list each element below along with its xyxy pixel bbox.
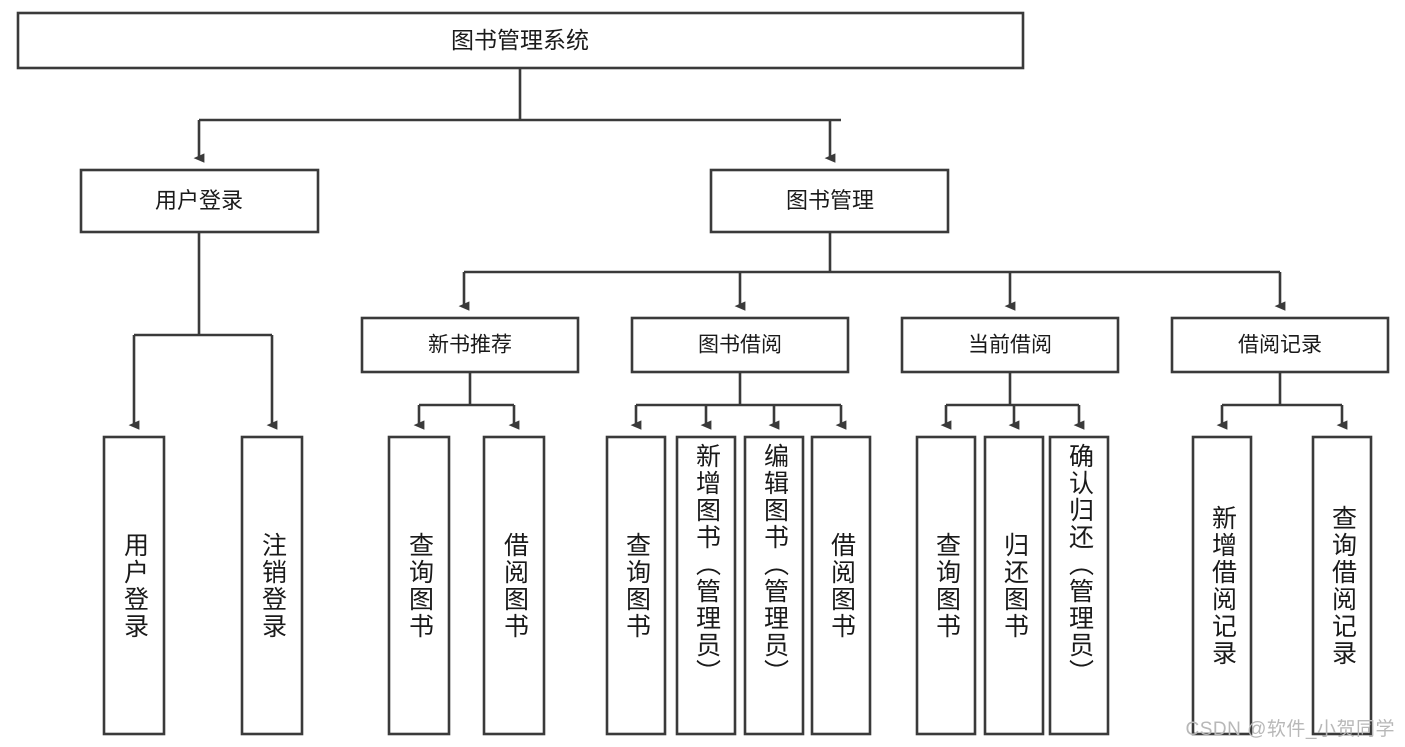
node-new-book-recommend-label: 新书推荐 xyxy=(428,334,512,357)
leaf-box-borrow-book-1[interactable] xyxy=(482,435,546,736)
connector-group-borrow-record xyxy=(1216,372,1348,430)
leaf-box-query-book-1[interactable] xyxy=(387,435,451,736)
node-book-management-label: 图书管理 xyxy=(786,188,874,213)
node-current-borrow-box[interactable] xyxy=(900,316,1120,374)
leaf-boxes xyxy=(102,435,1373,736)
leaf-box-borrow-book-2[interactable] xyxy=(810,435,872,736)
node-new-book-recommend[interactable]: 新书推荐 xyxy=(360,316,580,374)
node-user-login[interactable]: 用户登录 xyxy=(79,168,320,234)
node-current-borrow-label: 当前借阅 xyxy=(968,334,1052,357)
node-book-borrow[interactable]: 图书借阅 xyxy=(630,316,850,374)
node-book-borrow-label: 图书借阅 xyxy=(698,334,782,357)
leaf-box-user-login[interactable] xyxy=(102,435,166,736)
leaf-box-logout-login[interactable] xyxy=(240,435,304,736)
connector-group-user-login xyxy=(128,232,278,430)
node-book-management[interactable]: 图书管理 xyxy=(709,168,950,234)
node-root[interactable]: 图书管理系统 xyxy=(16,11,1025,70)
connector-group-new-book-recommend xyxy=(413,372,520,430)
leaf-box-edit-book[interactable] xyxy=(743,435,805,736)
leaf-box-query-record[interactable] xyxy=(1311,435,1373,736)
node-root-label: 图书管理系统 xyxy=(451,27,589,53)
leaf-box-query-book-3[interactable] xyxy=(915,435,977,736)
node-current-borrow[interactable]: 当前借阅 xyxy=(900,316,1120,374)
node-borrow-record-box[interactable] xyxy=(1170,316,1390,374)
leaf-box-confirm-return[interactable] xyxy=(1048,435,1110,736)
connector-group-book-borrow xyxy=(630,372,847,430)
node-root-box[interactable] xyxy=(16,11,1025,70)
connector-group-root xyxy=(193,68,841,163)
node-user-login-label: 用户登录 xyxy=(155,188,243,213)
node-new-book-recommend-box[interactable] xyxy=(360,316,580,374)
node-book-borrow-box[interactable] xyxy=(630,316,850,374)
leaf-box-query-book-2[interactable] xyxy=(605,435,667,736)
leaf-box-add-book[interactable] xyxy=(675,435,737,736)
node-user-login-box[interactable] xyxy=(79,168,320,234)
connector-group-current-borrow xyxy=(940,372,1085,430)
leaf-box-return-book[interactable] xyxy=(983,435,1045,736)
leaf-box-add-record[interactable] xyxy=(1191,435,1253,736)
csdn-watermark: CSDN @软件_小贺同学 xyxy=(1185,719,1395,740)
connector-group-book-management xyxy=(458,232,1286,311)
node-borrow-record-label: 借阅记录 xyxy=(1238,334,1322,357)
node-borrow-record[interactable]: 借阅记录 xyxy=(1170,316,1390,374)
node-book-management-box[interactable] xyxy=(709,168,950,234)
